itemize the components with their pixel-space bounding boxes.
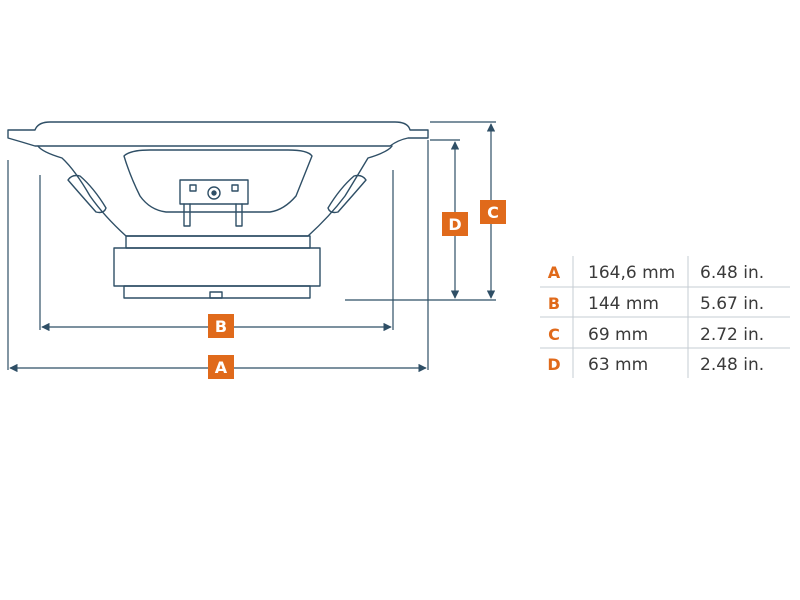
row-c-inches: 2.72 in. xyxy=(700,325,764,345)
speaker-flange xyxy=(7,121,429,147)
table-row: B 144 mm 5.67 in. xyxy=(548,294,764,314)
badge-d-label: D xyxy=(448,215,461,234)
row-b-mm: 144 mm xyxy=(588,294,659,314)
terminal-tab-right xyxy=(235,203,243,227)
dimension-table: A 164,6 mm 6.48 in. B 144 mm 5.67 in. C … xyxy=(540,256,790,378)
row-d-inches: 2.48 in. xyxy=(700,355,764,375)
dimension-lines xyxy=(7,121,496,373)
badge-c-label: C xyxy=(487,203,499,222)
magnet xyxy=(113,247,321,287)
row-a-mm: 164,6 mm xyxy=(588,263,675,283)
row-b-letter: B xyxy=(548,294,560,313)
row-d-mm: 63 mm xyxy=(588,355,648,375)
table-row: D 63 mm 2.48 in. xyxy=(547,355,764,375)
badge-a-label: A xyxy=(215,358,228,377)
badge-d: D xyxy=(442,212,468,236)
row-a-inches: 6.48 in. xyxy=(700,263,764,283)
speaker-drawing xyxy=(7,121,429,299)
basket-window-right xyxy=(327,174,367,214)
pole-vent xyxy=(209,291,223,299)
magnet-top-plate xyxy=(125,235,311,249)
speaker-cone xyxy=(123,149,313,213)
basket-window-left xyxy=(67,174,107,214)
row-c-mm: 69 mm xyxy=(588,325,648,345)
terminal-screw xyxy=(207,186,221,200)
row-a-letter: A xyxy=(548,263,561,282)
row-b-inches: 5.67 in. xyxy=(700,294,764,314)
row-c-letter: C xyxy=(548,325,560,344)
terminal-tab-left xyxy=(183,203,191,227)
row-d-letter: D xyxy=(547,355,560,374)
badge-a: A xyxy=(208,355,234,379)
table-row: C 69 mm 2.72 in. xyxy=(548,325,764,345)
table-row: A 164,6 mm 6.48 in. xyxy=(548,263,764,283)
badge-c: C xyxy=(480,200,506,224)
badge-b-label: B xyxy=(215,317,227,336)
badge-b: B xyxy=(208,314,234,338)
